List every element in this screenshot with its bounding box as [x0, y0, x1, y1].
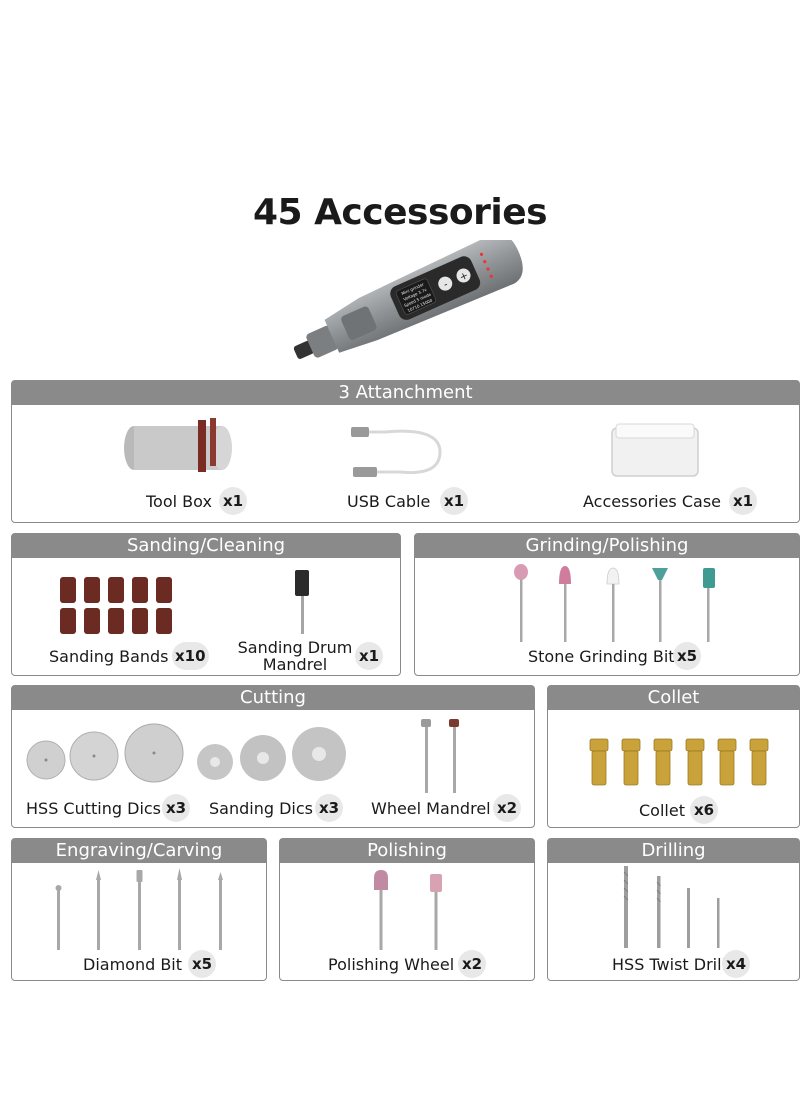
wheel-mandrel-label: Wheel Mandrel: [371, 799, 491, 818]
sanding-dics-label: Sanding Dics: [209, 799, 313, 818]
accessories-case-qty: x1: [729, 487, 757, 515]
sanding-drum-mandrel-image: [295, 570, 309, 634]
sanding-bands-qty: x10: [172, 642, 209, 670]
polishing-wheel-qty: x2: [458, 950, 486, 978]
page-title: 45 Accessories: [252, 192, 548, 233]
tool-box-image: [124, 418, 232, 472]
sanding-drum-label-line1: Sanding Drum: [237, 638, 353, 657]
usb-cable-image: [351, 427, 442, 477]
collet-qty: x6: [690, 796, 718, 824]
collets-image: [589, 738, 769, 786]
rotary-tool-image: Mini grinder Voltage 3.7v Speed 5 mode 1…: [293, 240, 523, 359]
twist-drills-image: [623, 866, 720, 948]
sanding-discs-image: [197, 727, 346, 781]
drilling-header: Drilling: [548, 839, 799, 863]
tool-box-qty: x1: [219, 487, 247, 515]
attachment-header: 3 Attanchment: [12, 381, 799, 405]
minus-icon: -: [442, 279, 450, 291]
sanding-drum-label-line2: Mandrel: [262, 655, 328, 674]
plus-button[interactable]: [454, 266, 472, 284]
polishing-header: Polishing: [280, 839, 534, 863]
tool-box-label: Tool Box: [146, 492, 212, 511]
polishing-panel: Polishing: [279, 838, 535, 981]
minus-button[interactable]: [436, 274, 454, 292]
hss-cutting-dics-label: HSS Cutting Dics: [26, 799, 162, 818]
wheel-mandrel-image: [421, 719, 459, 793]
drilling-panel: Drilling: [547, 838, 800, 981]
sanding-header: Sanding/Cleaning: [12, 534, 400, 558]
diamond-bits-image: [55, 868, 223, 950]
collet-header: Collet: [548, 686, 799, 710]
engraving-header: Engraving/Carving: [12, 839, 266, 863]
hss-cutting-discs-image: [26, 723, 184, 783]
sanding-bands-label: Sanding Bands: [49, 647, 169, 666]
hss-twist-drill-label: HSS Twist Drill: [612, 955, 727, 974]
stone-grinding-bit-qty: x5: [673, 642, 701, 670]
sanding-dics-qty: x3: [315, 794, 343, 822]
sanding-drum-mandrel-qty: x1: [355, 642, 383, 670]
grinding-header: Grinding/Polishing: [415, 534, 799, 558]
hss-cutting-dics-qty: x3: [162, 794, 190, 822]
polishing-wheels-image: [374, 870, 442, 950]
wheel-mandrel-qty: x2: [493, 794, 521, 822]
usb-cable-label: USB Cable: [347, 492, 431, 511]
accessories-case-label: Accessories Case: [583, 492, 722, 511]
cutting-header: Cutting: [12, 686, 534, 710]
sanding-drum-mandrel-label: Sanding Drum Mandrel: [230, 639, 360, 673]
polishing-wheel-label: Polishing Wheel: [328, 955, 455, 974]
plus-icon: +: [458, 270, 470, 283]
accessories-case-image: [611, 423, 699, 477]
sanding-bands-image: [60, 577, 172, 634]
diamond-bit-label: Diamond Bit: [83, 955, 183, 974]
diamond-bit-qty: x5: [188, 950, 216, 978]
usb-cable-qty: x1: [440, 487, 468, 515]
hss-twist-drill-qty: x4: [722, 950, 750, 978]
grinding-panel: Grinding/Polishing: [414, 533, 800, 676]
stone-grinding-bits-image: [514, 564, 715, 642]
stone-grinding-bit-label: Stone Grinding Bit: [528, 647, 675, 666]
collet-label: Collet: [639, 801, 685, 820]
